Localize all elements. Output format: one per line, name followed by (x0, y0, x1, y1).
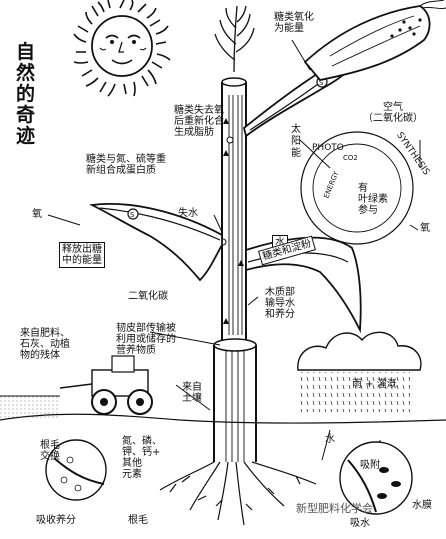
label-sun-energy: 太 阳 能 (291, 124, 301, 159)
label-fertilizer: 来自肥料、 石灰、动植 物的残体 (20, 328, 70, 361)
label-sugar-oxidation: 糖类氧化 为能量 (274, 12, 314, 34)
left-leaf: S (88, 202, 223, 282)
label-co2-lower: 二氧化碳 (128, 291, 168, 302)
label-elements: 氮、磷、 钾、钙+ 其他 元素 (122, 436, 162, 480)
label-adsorption: 吸附 (360, 460, 380, 471)
label-oxygen-right: 氧 (420, 223, 430, 234)
label-root-hair-exchange: 根毛 交换 (40, 440, 60, 462)
label-absorb-nutrients: 吸收养分 (36, 515, 76, 526)
svg-text:CO2: CO2 (343, 154, 358, 162)
label-oxygen-left: 氧 (32, 209, 42, 220)
label-water-root: 水 (325, 434, 335, 445)
label-air-co2: 空气 （二氧化碳） (363, 102, 423, 124)
svg-text:S: S (130, 211, 135, 219)
label-rain-irrigation: 雨 + 灌溉 (352, 379, 397, 390)
corn-ear-icon (303, 0, 446, 81)
label-protein: 糖类与氮、硫等重 新组合成蛋白质 (86, 154, 166, 176)
label-from-soil: 来自 土壤 (182, 382, 202, 404)
tractor-icon (59, 355, 153, 415)
roots (159, 461, 317, 526)
label-root-hair: 根毛 (128, 515, 148, 526)
svg-text:PHOTO: PHOTO (312, 143, 344, 153)
pointer-lines (47, 39, 421, 461)
photosynthesis-seal: PHOTO SYNTHESIS ENERGY CO2 (300, 131, 431, 245)
plant-stem (213, 77, 257, 462)
sun-face-icon (73, 0, 171, 97)
wheat-icon (214, 5, 255, 73)
page-title: 自然的奇迹 (16, 41, 37, 147)
label-sugar-to-fat: 糖类失去氧 后重新化合 生成脂肪 (174, 105, 224, 138)
cloud-icon (297, 331, 422, 412)
root-hair-detail-left (45, 439, 107, 501)
watermark: 新型肥料化学会 (296, 502, 373, 515)
label-phloem: 韧皮部传输被 利用或储存的 营养物质 (116, 323, 176, 356)
soil-surface (0, 395, 446, 424)
root-hair-detail-right (339, 441, 413, 515)
svg-text:S: S (319, 79, 324, 87)
label-water-loss: 失水 (178, 208, 198, 219)
label-absorb-water: 吸水 (350, 518, 370, 529)
label-xylem: 木质部 输导水 和养分 (265, 287, 295, 320)
label-chlorophyll: 有 叶绿素 参与 (358, 183, 388, 216)
label-energy-release: 释放出糖 中的能量 (59, 242, 105, 268)
label-water-film: 水膜 (412, 500, 432, 511)
